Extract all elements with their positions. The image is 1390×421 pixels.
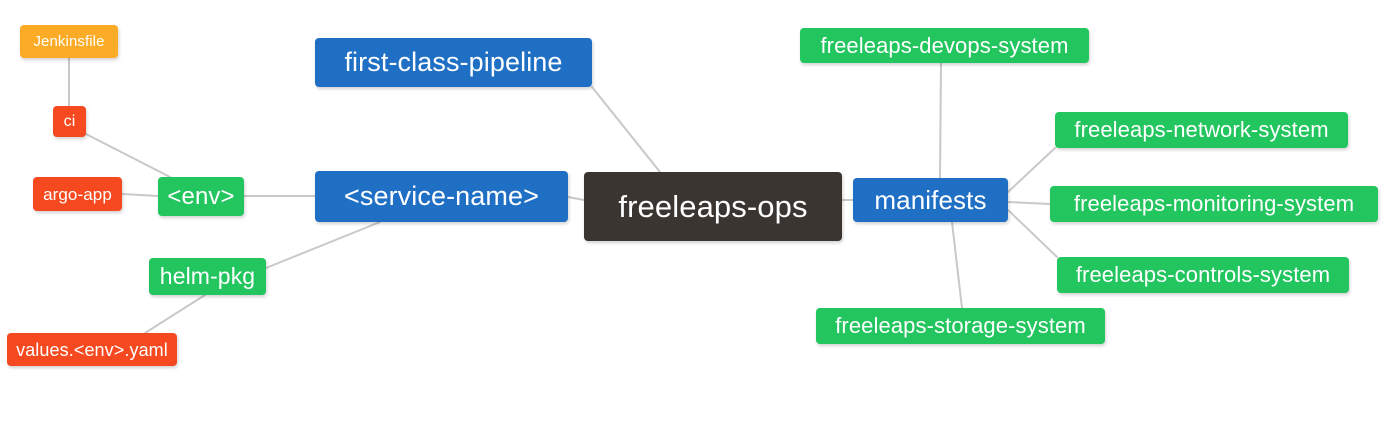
mindmap-node-freeleaps-monitoring-system[interactable]: freeleaps-monitoring-system	[1050, 186, 1378, 222]
mindmap-node-jenkinsfile[interactable]: Jenkinsfile	[20, 25, 118, 58]
mindmap-node-label: manifests	[874, 185, 987, 215]
mindmap-node-label: ci	[63, 112, 76, 130]
mindmap-node-label: freeleaps-ops	[618, 189, 808, 224]
edge-manifests-to-freeleaps-monitoring-system	[1007, 201, 1051, 205]
mindmap-node-label: <env>	[167, 182, 235, 210]
mindmap-node-values-env-yaml[interactable]: values.<env>.yaml	[7, 333, 177, 366]
mindmap-node-freeleaps-network-system[interactable]: freeleaps-network-system	[1055, 112, 1348, 148]
edge-ci-to-env	[85, 133, 171, 178]
mindmap-node-label: values.<env>.yaml	[16, 339, 168, 360]
mindmap-node-label: argo-app	[43, 184, 112, 204]
edge-values-env-yaml-to-helm-pkg	[144, 294, 206, 334]
edge-first-class-pipeline-to-freeleaps-ops	[591, 86, 661, 173]
mindmap-node-label: freeleaps-storage-system	[835, 313, 1086, 338]
mindmap-node-freeleaps-controls-system[interactable]: freeleaps-controls-system	[1057, 257, 1349, 293]
mindmap-node-label: <service-name>	[344, 181, 539, 211]
mindmap-node-argo-app[interactable]: argo-app	[33, 177, 122, 211]
mindmap-node-label: first-class-pipeline	[344, 47, 563, 77]
edge-helm-pkg-to-service-name	[265, 221, 381, 269]
mindmap-node-helm-pkg[interactable]: helm-pkg	[149, 258, 266, 295]
mindmap-node-service-name[interactable]: <service-name>	[315, 171, 568, 222]
mindmap-node-freeleaps-devops-system[interactable]: freeleaps-devops-system	[800, 28, 1089, 63]
mindmap-node-label: Jenkinsfile	[33, 33, 105, 50]
mindmap-node-env[interactable]: <env>	[158, 177, 244, 216]
mindmap-node-manifests[interactable]: manifests	[853, 178, 1008, 222]
mindmap-node-freeleaps-ops[interactable]: freeleaps-ops	[584, 172, 842, 241]
mindmap-node-ci[interactable]: ci	[53, 106, 86, 137]
edge-service-name-to-freeleaps-ops	[567, 196, 585, 201]
edge-manifests-to-freeleaps-storage-system	[951, 221, 963, 309]
mindmap-node-label: freeleaps-network-system	[1074, 117, 1329, 142]
edge-manifests-to-freeleaps-network-system	[1007, 147, 1056, 193]
mindmap-node-label: freeleaps-controls-system	[1075, 262, 1331, 287]
mindmap-node-label: freeleaps-devops-system	[820, 32, 1069, 58]
edge-manifests-to-freeleaps-devops-system	[939, 62, 942, 179]
mindmap-node-label: helm-pkg	[159, 263, 256, 289]
mindmap-node-freeleaps-storage-system[interactable]: freeleaps-storage-system	[816, 308, 1105, 344]
mindmap-node-label: freeleaps-monitoring-system	[1073, 191, 1355, 216]
edge-argo-app-to-env	[121, 193, 159, 197]
mindmap-node-first-class-pipeline[interactable]: first-class-pipeline	[315, 38, 592, 87]
